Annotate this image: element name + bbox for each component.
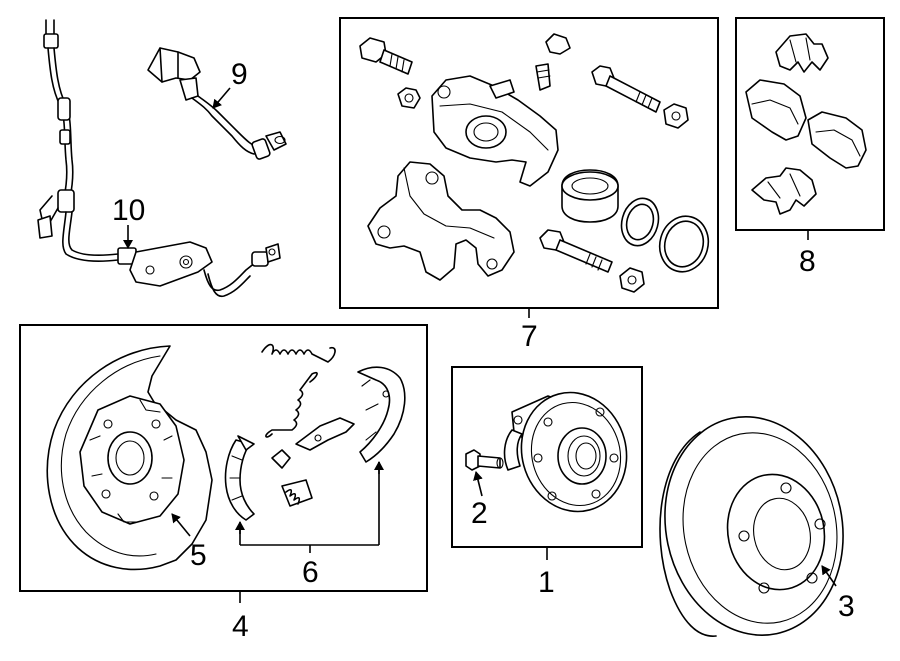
callout-9-leader — [212, 87, 231, 109]
callout-2-leader — [473, 471, 483, 497]
callout-7: 7 — [521, 320, 538, 353]
brake-pads-drawing — [745, 33, 867, 215]
callout-2: 2 — [471, 497, 488, 530]
callout-3: 3 — [838, 590, 855, 623]
callout-3-leader — [821, 565, 837, 587]
brake-shoes-drawing — [224, 343, 406, 521]
callout-5: 5 — [190, 539, 207, 572]
callout-5-leader — [171, 513, 191, 537]
callout-4: 4 — [232, 610, 249, 643]
parking-brake-box — [19, 324, 428, 592]
caliper-kit-drawing — [359, 33, 710, 293]
callout-10: 10 — [112, 194, 145, 227]
hub-bearing-drawing — [465, 391, 628, 513]
callout-9: 9 — [231, 58, 248, 91]
callout-8: 8 — [799, 245, 816, 278]
pad-kit-box — [735, 17, 885, 231]
backing-plate-drawing — [46, 345, 213, 571]
brake-hose-drawing — [147, 47, 287, 160]
callout-1: 1 — [538, 566, 555, 599]
callout-6-bracket — [239, 462, 380, 546]
abs-sensor-harness-drawing — [37, 19, 281, 298]
brake-rotor-drawing — [659, 416, 844, 637]
callout-6: 6 — [302, 556, 319, 589]
